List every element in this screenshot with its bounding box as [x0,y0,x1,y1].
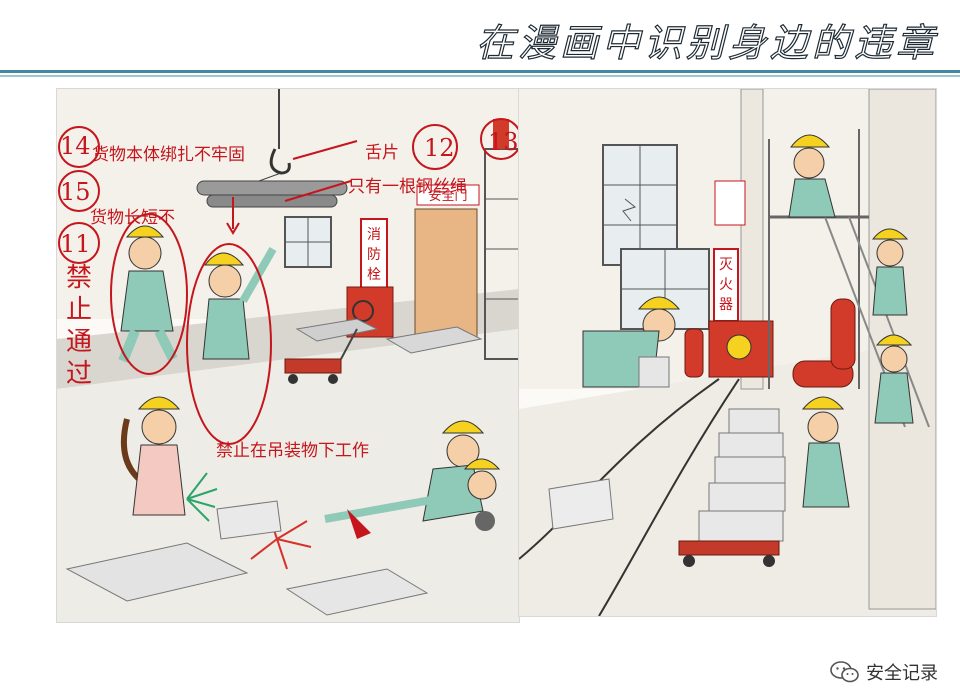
broken-window [602,144,710,330]
fire-extinguisher-sign: 灭 火 器 [713,248,739,322]
no-passing-char-1: 禁 [66,263,93,293]
cartoon-left-panel: 消 防 栓 安全门 [56,88,520,623]
lifting-worker [582,296,681,388]
crane-hook [196,89,348,208]
safety-exit-door: 安全门 [414,184,480,340]
wechat-icon [830,661,859,683]
left-illustration: 消 防 栓 安全门 [57,89,519,622]
cart-pushing-worker [801,396,850,508]
walking-worker [118,225,178,363]
no-passing-char-4: 过 [66,359,93,389]
fire-hydrant-char-2: 防 [367,247,381,263]
scaffold-worker [788,134,836,218]
extinguisher-char-3: 器 [719,297,733,313]
header-rule [0,70,960,73]
ladder-worker [871,228,909,316]
tool-shelf [484,119,519,360]
welding-machine [708,320,774,378]
header-rule-thin [0,75,960,77]
stacked-blocks-cart [678,408,786,567]
violation-cargo-length: 货物长短不 [90,208,175,228]
extinguisher-char-1: 灭 [719,257,733,273]
fire-hydrant-char-1: 消 [367,227,381,243]
stone-slabs [295,318,483,354]
page-title: 在漫画中识别身边的违章 [475,20,938,65]
violation-number-13: 13 [488,128,519,156]
fire-extinguisher [684,328,704,378]
exit-door-label: 安全门 [428,188,467,204]
female-welder [120,396,186,516]
fire-hydrant-char-3: 栓 [367,267,381,283]
no-passing-char-3: 通 [66,327,93,357]
running-worker [874,334,914,424]
violation-number-14: 14 [60,132,91,160]
hand-cart [284,328,358,384]
no-passing-char-2: 止 [66,295,93,325]
violation-no-work-under-load: 禁止在吊装物下工作 [216,441,369,461]
footer-watermark: 安全记录 [830,659,938,685]
violation-number-12: 12 [424,134,455,162]
cartoon-right-panel: 灭 火 器 [518,88,937,617]
violation-one-wire-rope: 只有一根钢丝绳 [348,177,467,197]
violation-tongue-plate: 舌片 [365,143,399,163]
violation-no-passing: 禁 止 通 过 [66,262,92,390]
gas-cylinder [792,298,856,388]
extinguisher-char-2: 火 [719,277,733,293]
violation-number-11: 11 [60,230,91,258]
kneeling-welder [324,420,485,539]
grinder-worker [463,458,501,531]
violation-number-15: 15 [60,178,91,206]
window [284,216,332,268]
welding-sparks-green [186,472,218,522]
worker-looking-up [202,247,277,360]
right-illustration: 灭 火 器 [519,89,936,616]
footer-text: 安全记录 [866,663,938,684]
violation-cargo-not-tight: 货物本体绑扎不牢固 [92,145,245,165]
